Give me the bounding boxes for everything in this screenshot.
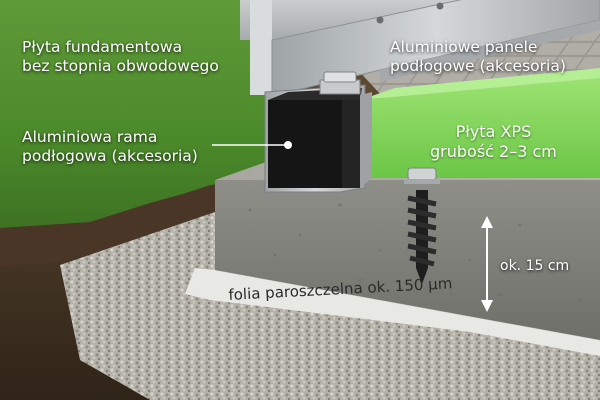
frame-label: Aluminiowa rama podłogowa (akcesoria) bbox=[22, 128, 198, 166]
slab-label: Płyta fundamentowa bez stopnia obwodoweg… bbox=[22, 38, 219, 76]
xps-board bbox=[360, 78, 600, 178]
xps-board-top bbox=[360, 68, 600, 100]
soil-edge bbox=[0, 185, 215, 266]
anchor-screw bbox=[404, 167, 440, 284]
panel-rail-holes bbox=[376, 2, 444, 24]
panel-rail-lip bbox=[380, 20, 600, 82]
height-label: ok. 15 cm bbox=[500, 257, 569, 276]
grass-area bbox=[0, 0, 300, 230]
concrete-texture bbox=[248, 203, 582, 302]
xps-label: Płyta XPS grubość 2–3 cm bbox=[430, 122, 557, 162]
slab-label-line1: Płyta fundamentowa bbox=[22, 38, 183, 56]
xps-label-line1: Płyta XPS bbox=[455, 122, 532, 141]
concrete-slab-front bbox=[215, 180, 600, 340]
panel-upright bbox=[250, 0, 272, 95]
frame-label-line1: Aluminiowa rama bbox=[22, 128, 158, 146]
height-label-text: ok. 15 cm bbox=[500, 258, 570, 274]
panels-label: Aluminiowe panele podłogowe (akcesoria) bbox=[390, 38, 566, 76]
frame-leader-dot bbox=[284, 141, 292, 149]
xps-label-line2: grubość 2–3 cm bbox=[430, 142, 557, 161]
panels-label-line2: podłogowe (akcesoria) bbox=[390, 57, 566, 75]
aluminium-frame bbox=[264, 71, 372, 193]
vapour-foil bbox=[185, 268, 600, 356]
slab-label-line2: bez stopnia obwodowego bbox=[22, 57, 219, 75]
frame-label-line2: podłogowa (akcesoria) bbox=[22, 147, 198, 165]
panels-label-line1: Aluminiowe panele bbox=[390, 38, 538, 56]
